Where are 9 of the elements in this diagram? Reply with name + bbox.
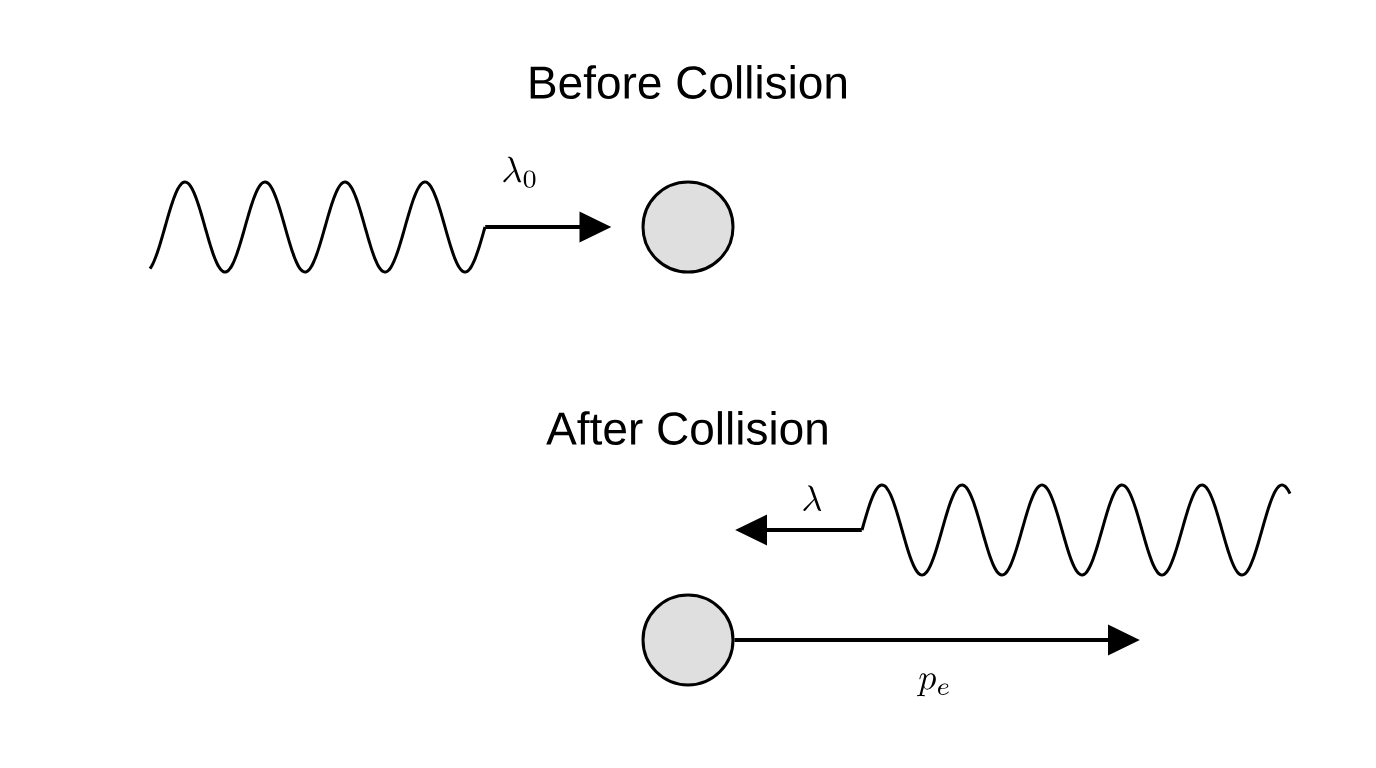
wave-drawing [860, 483, 1292, 577]
heading: After Collision [546, 411, 827, 445]
edge-label: $\lambda_0$ [497, 153, 543, 191]
heading: Before Collision [530, 65, 846, 99]
edge-label: $\lambda$ [797, 481, 827, 515]
ball [641, 593, 735, 687]
edge-label: $p_e$ [914, 670, 956, 700]
ball [641, 180, 735, 274]
wave-drawing [148, 180, 487, 274]
